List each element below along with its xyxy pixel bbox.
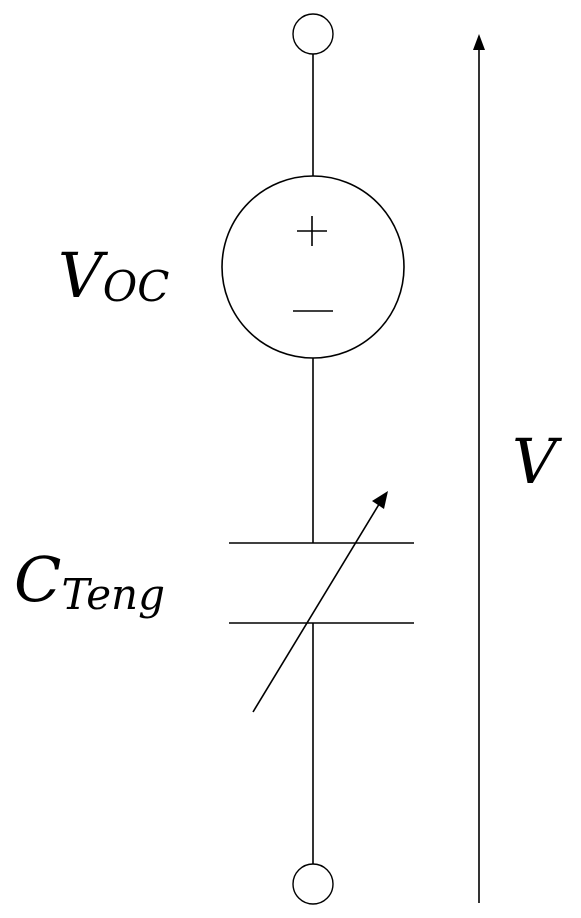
source-label: VOC (58, 239, 169, 312)
voltage-arrow-head (473, 34, 485, 50)
capacitor-label: CTeng (14, 543, 165, 619)
voltage-source (221, 175, 405, 359)
variable-arrow-head (372, 491, 388, 509)
plus-sign (297, 216, 327, 246)
voltage-label: V (512, 425, 563, 498)
bottom-terminal (292, 863, 334, 905)
variable-arrow-shaft (252, 500, 382, 713)
top-terminal (292, 13, 334, 55)
